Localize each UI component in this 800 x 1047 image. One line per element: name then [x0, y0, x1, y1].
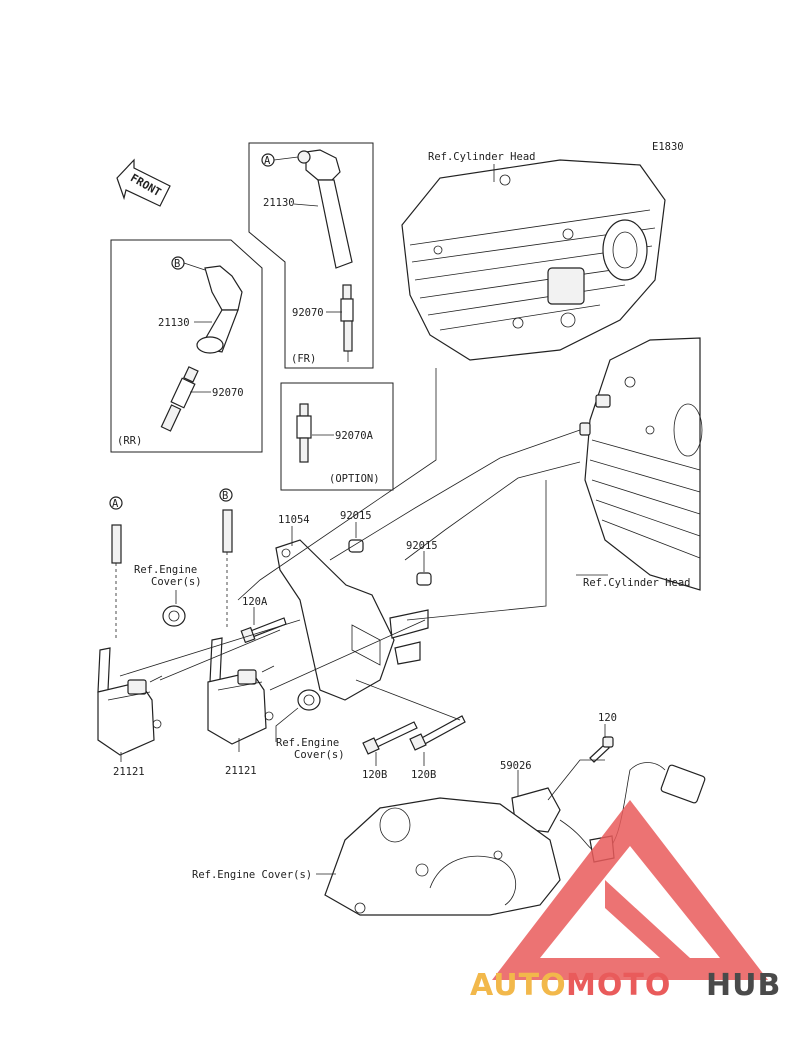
grommet-center-icon	[297, 689, 321, 711]
cylinder-head-front-icon	[401, 159, 666, 361]
marker-a-fr-label: A	[264, 155, 271, 167]
label-120b-1: 120B	[362, 769, 387, 781]
watermark-text-moto: MOTO	[566, 968, 671, 1003]
leader-lines	[119, 164, 608, 875]
marker-b-rr-label: B	[174, 258, 180, 270]
label-59026: 59026	[500, 760, 532, 772]
watermark-text-hub: HUB	[706, 968, 781, 1003]
ref-engine-cover-2a: Ref.Engine	[276, 737, 339, 749]
ref-cylinder-head-top: Ref.Cylinder Head	[428, 151, 535, 163]
fr-box	[248, 142, 374, 369]
rr-box	[110, 239, 263, 453]
grommet-left-icon	[162, 605, 186, 627]
collar-92015-a-icon	[348, 539, 364, 553]
spark-plug-option-icon	[296, 403, 312, 463]
ref-engine-cover-3: Ref.Engine Cover(s)	[192, 869, 312, 881]
spark-plug-rr-icon	[160, 366, 199, 432]
part-labels: E1830 Ref.Cylinder Head Ref.Cylinder Hea…	[113, 141, 690, 881]
automotohub-watermark-logo	[492, 800, 768, 980]
ref-cylinder-head-right: Ref.Cylinder Head	[583, 577, 690, 589]
label-21130-rr: 21130	[158, 317, 190, 329]
label-option: (OPTION)	[329, 473, 380, 485]
high-tension-leads	[97, 509, 233, 693]
label-11054: 11054	[278, 514, 310, 526]
label-rr: (RR)	[117, 435, 142, 447]
label-120: 120	[598, 712, 617, 724]
cylinder-head-rear-icon	[579, 337, 703, 591]
collar-92015-b-icon	[416, 572, 432, 586]
ignition-coil-left-icon	[97, 675, 163, 756]
label-21130-fr: 21130	[263, 197, 295, 209]
marker-b-coil	[219, 488, 233, 502]
front-arrow-icon: FRONT	[116, 158, 171, 207]
ignition-coil-right-icon	[207, 665, 275, 745]
label-120a: 120A	[242, 596, 268, 608]
label-120b-2: 120B	[411, 769, 436, 781]
diagram-code: E1830	[652, 141, 684, 153]
bolt-120-icon	[589, 736, 614, 763]
ref-engine-cover-2b: Cover(s)	[294, 749, 345, 761]
watermark-text-auto: AUTO	[470, 968, 567, 1003]
label-21121-left: 21121	[113, 766, 145, 778]
bolt-120b-1-icon	[362, 721, 418, 755]
ignition-coil-fr-icon	[297, 149, 353, 269]
ignition-coil-rr-icon	[196, 265, 243, 354]
label-21121-right: 21121	[225, 765, 257, 777]
label-92015-b: 92015	[406, 540, 438, 552]
label-92070-rr: 92070	[212, 387, 244, 399]
label-92015-a: 92015	[340, 510, 372, 522]
marker-a-coil	[109, 496, 123, 510]
bolt-120b-2-icon	[409, 715, 466, 751]
ref-engine-cover-1b: Cover(s)	[151, 576, 202, 588]
ref-engine-cover-1a: Ref.Engine	[134, 564, 197, 576]
coil-bracket-icon	[275, 539, 429, 701]
engine-cover-icon	[324, 797, 561, 916]
marker-b-coil-label: B	[222, 490, 228, 502]
option-box	[280, 382, 394, 491]
label-92070-fr: 92070	[292, 307, 324, 319]
marker-a-coil-label: A	[112, 498, 119, 510]
spark-plug-fr-icon	[340, 284, 354, 362]
label-92070a: 92070A	[335, 430, 374, 442]
label-fr: (FR)	[291, 353, 316, 365]
